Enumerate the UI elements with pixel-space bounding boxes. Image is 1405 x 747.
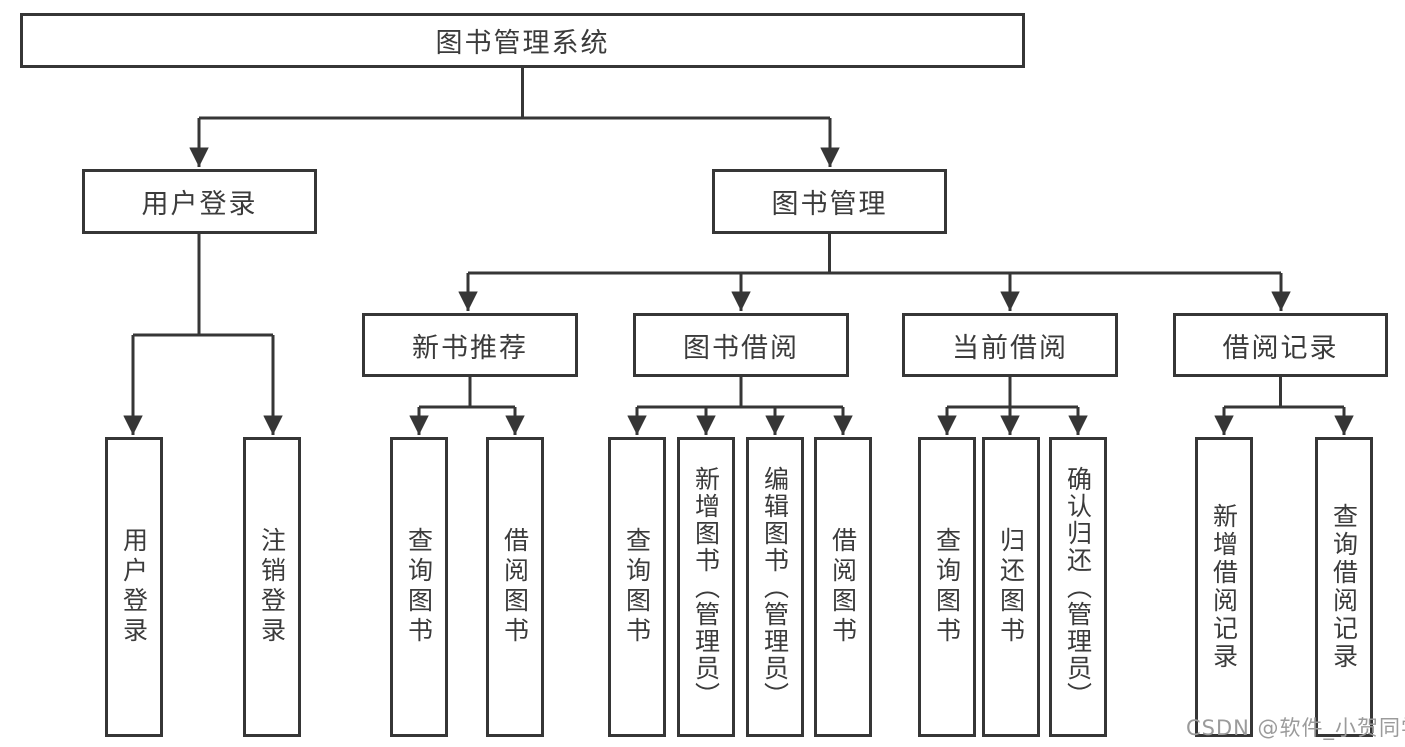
leaf-label: 借阅图书 (500, 527, 530, 647)
leaf-label: 编辑图书（管理员） (760, 465, 790, 709)
leaf-borrow-book-recommend: 借阅图书 (486, 437, 544, 737)
csdn-watermark: CSDN @软件_小贺同学 (1186, 716, 1405, 740)
node-label: 新书推荐 (412, 332, 528, 364)
node-book-borrow: 图书借阅 (633, 313, 849, 377)
node-borrow-records: 借阅记录 (1173, 313, 1388, 377)
leaf-label: 新增借阅记录 (1209, 503, 1239, 671)
leaf-query-borrow-record: 查询借阅记录 (1315, 437, 1373, 737)
node-book-management: 图书管理 (712, 169, 947, 234)
leaf-label: 查询图书 (932, 527, 962, 647)
leaf-label: 查询借阅记录 (1329, 503, 1359, 671)
leaf-user-login: 用户登录 (105, 437, 163, 737)
node-current-borrow: 当前借阅 (902, 313, 1118, 377)
node-label: 图书管理 (771, 189, 888, 220)
leaf-query-books-recommend: 查询图书 (390, 437, 448, 737)
leaf-query-books-current: 查询图书 (918, 437, 976, 737)
leaf-add-borrow-record: 新增借阅记录 (1195, 437, 1253, 737)
leaf-label: 新增图书（管理员） (691, 465, 721, 709)
node-label: 图书借阅 (683, 332, 799, 364)
node-library-management-system: 图书管理系统 (20, 13, 1025, 68)
leaf-label: 查询图书 (404, 527, 434, 647)
leaf-add-book-admin: 新增图书（管理员） (677, 437, 735, 737)
leaf-edit-book-admin: 编辑图书（管理员） (746, 437, 804, 737)
leaf-label: 用户登录 (119, 527, 149, 647)
leaf-query-books-borrow: 查询图书 (608, 437, 666, 737)
node-user-login: 用户登录 (82, 169, 317, 234)
leaf-label: 归还图书 (996, 527, 1026, 647)
leaf-label: 注销登录 (257, 527, 287, 647)
leaf-logout: 注销登录 (243, 437, 301, 737)
leaf-confirm-return-admin: 确认归还（管理员） (1049, 437, 1107, 737)
leaf-label: 确认归还（管理员） (1063, 465, 1093, 709)
leaf-label: 查询图书 (622, 527, 652, 647)
node-new-book-recommend: 新书推荐 (362, 313, 578, 377)
node-label: 当前借阅 (952, 332, 1068, 364)
node-label: 借阅记录 (1222, 332, 1339, 364)
node-label: 用户登录 (141, 189, 258, 220)
leaf-borrow-book: 借阅图书 (814, 437, 872, 737)
node-label: 图书管理系统 (435, 28, 610, 59)
leaf-return-book: 归还图书 (982, 437, 1040, 737)
leaf-label: 借阅图书 (828, 527, 858, 647)
